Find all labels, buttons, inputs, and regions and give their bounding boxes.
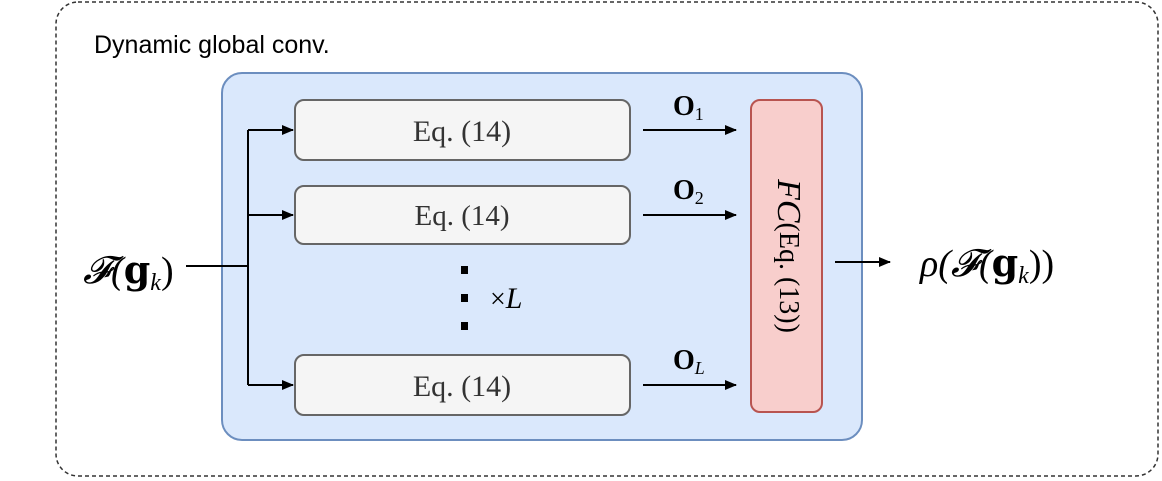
eq-box-3-label: Eq. (14) xyxy=(413,370,511,403)
eq-box-1-label: Eq. (14) xyxy=(413,115,511,148)
out-label-1: O1 xyxy=(673,91,704,124)
input-label-sub: k xyxy=(150,270,161,296)
outer-title: Dynamic global conv. xyxy=(94,31,330,59)
out-label-3: OL xyxy=(673,345,705,378)
fc-name: FC xyxy=(770,178,807,223)
repeat-count: L xyxy=(505,282,523,315)
eq-box-2 xyxy=(294,185,631,245)
output-label-arg: 𝐠 xyxy=(992,243,1019,285)
fc-block-label: FC(Eq. (13)) xyxy=(770,178,807,333)
svg-text:𝓕(𝐠k): 𝓕(𝐠k) xyxy=(83,250,174,296)
repeat-times: × xyxy=(490,284,506,315)
fc-eq: (Eq. (13)) xyxy=(773,223,804,333)
eq-box-3 xyxy=(294,354,631,416)
output-label-close: )) xyxy=(1029,243,1054,285)
input-label-close: ) xyxy=(161,250,174,292)
svg-text:FC(Eq. (13)): FC(Eq. (13)) xyxy=(770,178,807,333)
inner-module xyxy=(221,72,863,441)
input-label: 𝓕(𝐠k) xyxy=(83,250,174,296)
eq-box-2-label: Eq. (14) xyxy=(414,200,509,232)
output-label-prefix: ρ(𝓕( xyxy=(919,243,994,285)
repeat-ellipsis xyxy=(461,266,468,330)
fc-block xyxy=(750,99,823,413)
out-label-2: O2 xyxy=(673,175,704,208)
input-label-base: 𝓕( xyxy=(83,250,126,292)
outer-dashed-container xyxy=(55,1,1159,477)
eq-box-1 xyxy=(294,99,631,161)
repeat-label: ×L xyxy=(490,282,522,315)
input-label-arg: 𝐠 xyxy=(124,250,151,292)
output-label-sub: k xyxy=(1018,263,1029,289)
svg-text:ρ(𝓕(𝐠k)): ρ(𝓕(𝐠k)) xyxy=(919,243,1054,289)
output-label: ρ(𝓕(𝐠k)) xyxy=(919,243,1054,289)
